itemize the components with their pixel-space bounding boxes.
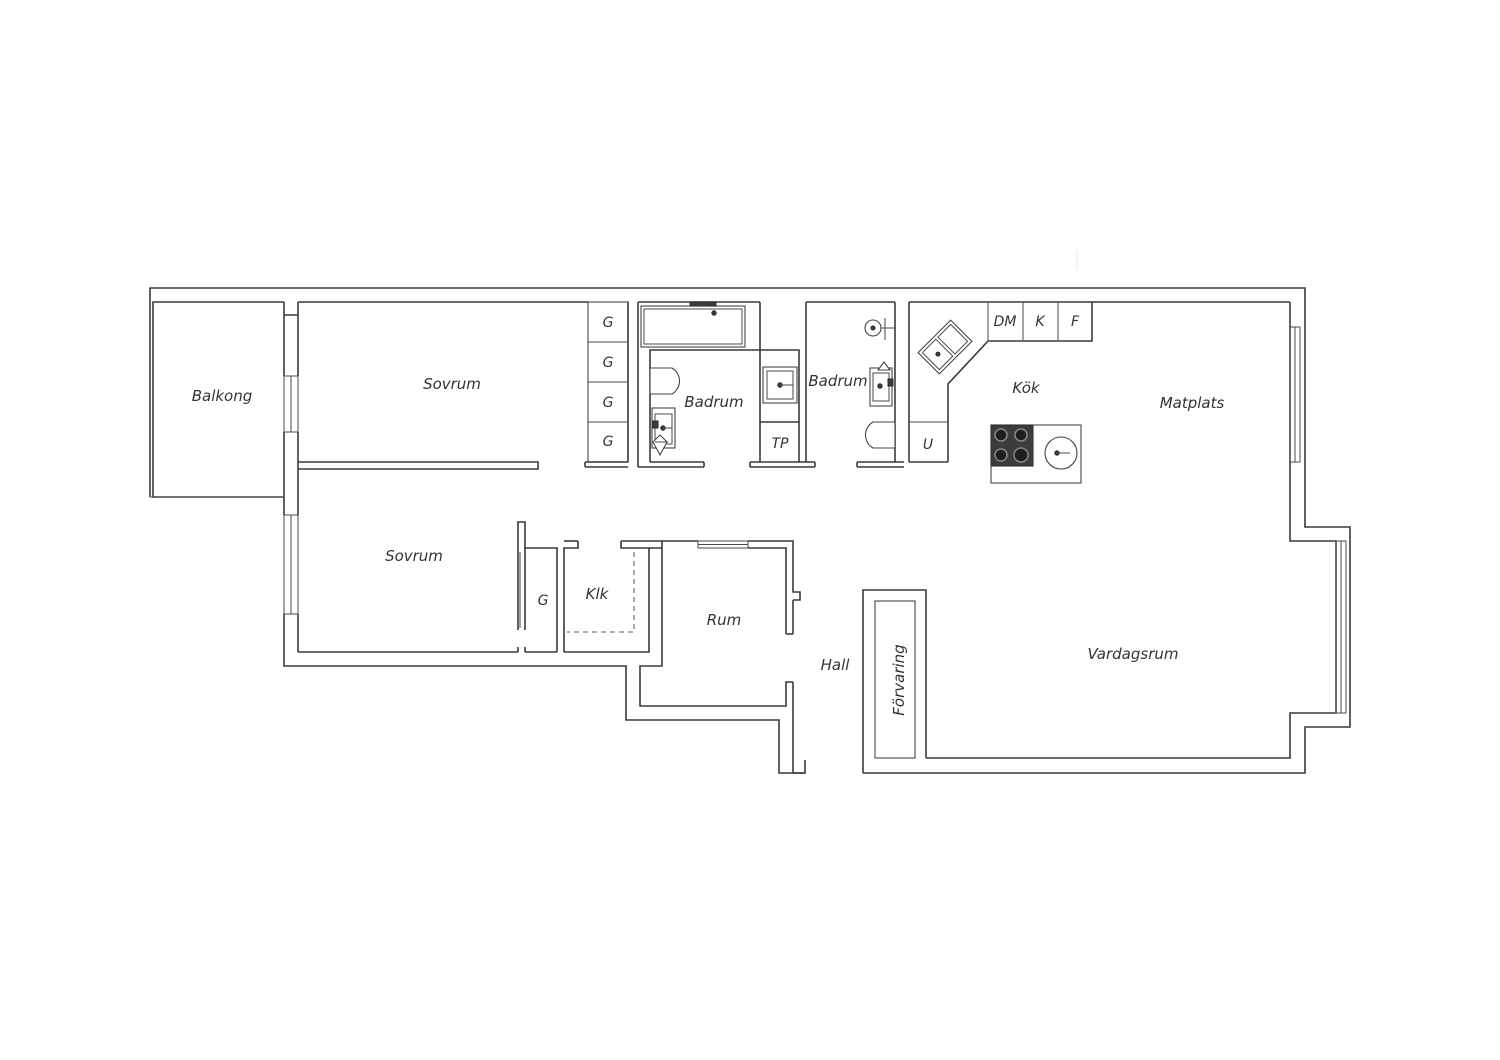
wardrobe-label-2: G [603, 355, 614, 371]
wardrobe-column: G G G G [584, 301, 629, 468]
kitchen-sink [917, 319, 973, 375]
bathroom-left: Badrum [637, 301, 761, 468]
fixture-label-dm: DM [994, 314, 1017, 330]
balcony: Balkong [150, 301, 284, 498]
toilet-right [864, 421, 896, 449]
fixture-label-tp: TP [772, 436, 790, 452]
room-label-sovrum-upper: Sovrum [423, 375, 481, 393]
fixture-label-f: F [1071, 314, 1080, 330]
bedroom-lower: Sovrum G [298, 521, 558, 653]
room-label-matplats: Matplats [1160, 394, 1225, 412]
kitchen: DM K F U Kök Matplats [908, 302, 1225, 484]
fixture-label-u: U [923, 437, 933, 453]
walk-in-closet: Klk [563, 540, 662, 653]
living-room: Vardagsrum [1088, 645, 1179, 663]
room-label-kok: Kök [1012, 379, 1040, 397]
room-label-forvaring: Förvaring [890, 644, 908, 715]
room-label-balkong: Balkong [192, 387, 253, 405]
room-label-badrum-left: Badrum [684, 393, 743, 411]
room-label-badrum-right: Badrum [808, 372, 867, 390]
wardrobe-label-1: G [603, 315, 614, 331]
wardrobe-label-4: G [603, 434, 614, 450]
room-label-hall: Hall [821, 656, 851, 674]
bathtub [640, 305, 746, 348]
wardrobe-label-lower: G [538, 593, 549, 609]
exterior-walls [149, 287, 1351, 774]
bedroom-upper: Sovrum [298, 375, 539, 470]
room: Rum [639, 540, 806, 774]
room-label-rum: Rum [707, 611, 742, 629]
hall: Hall Förvaring [821, 589, 927, 773]
room-label-vardagsrum: Vardagsrum [1088, 645, 1179, 663]
wardrobe-label-3: G [603, 395, 614, 411]
storage [874, 600, 916, 759]
laundry: TP [749, 349, 816, 468]
toilet-left [649, 367, 681, 395]
fixture-label-k: K [1035, 314, 1046, 330]
bathroom-right: Badrum [805, 302, 904, 468]
room-label-klk: Klk [586, 585, 610, 603]
room-label-sovrum-lower: Sovrum [385, 547, 443, 565]
